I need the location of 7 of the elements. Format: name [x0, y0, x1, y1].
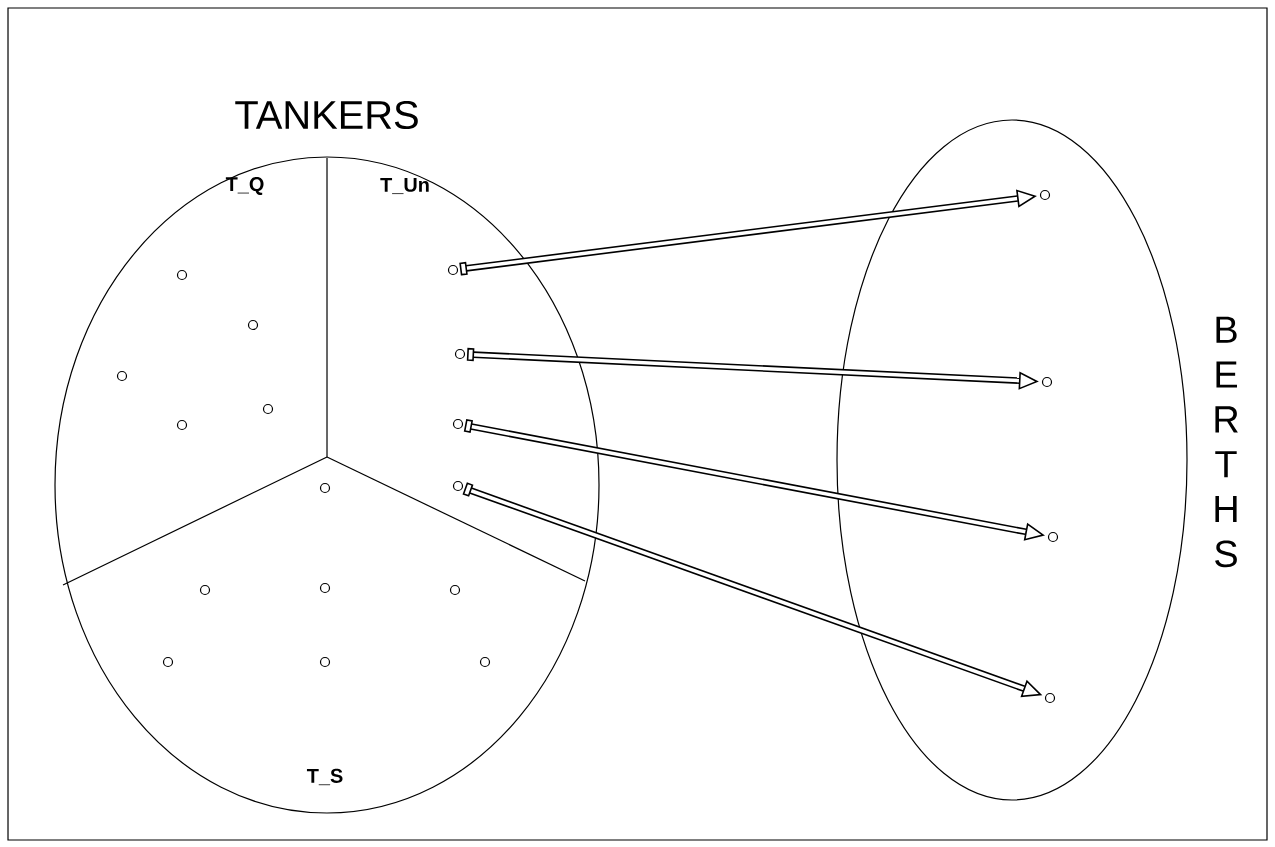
- set-title: TANKERS: [235, 100, 418, 130]
- region-label: T_Un: [380, 177, 429, 195]
- region-label: T_Q: [225, 177, 264, 195]
- set-ellipse: [54, 156, 600, 814]
- set-title: BERTHS: [1215, 316, 1238, 568]
- region-label: T_S: [306, 768, 343, 786]
- set-ellipse: [836, 119, 1188, 801]
